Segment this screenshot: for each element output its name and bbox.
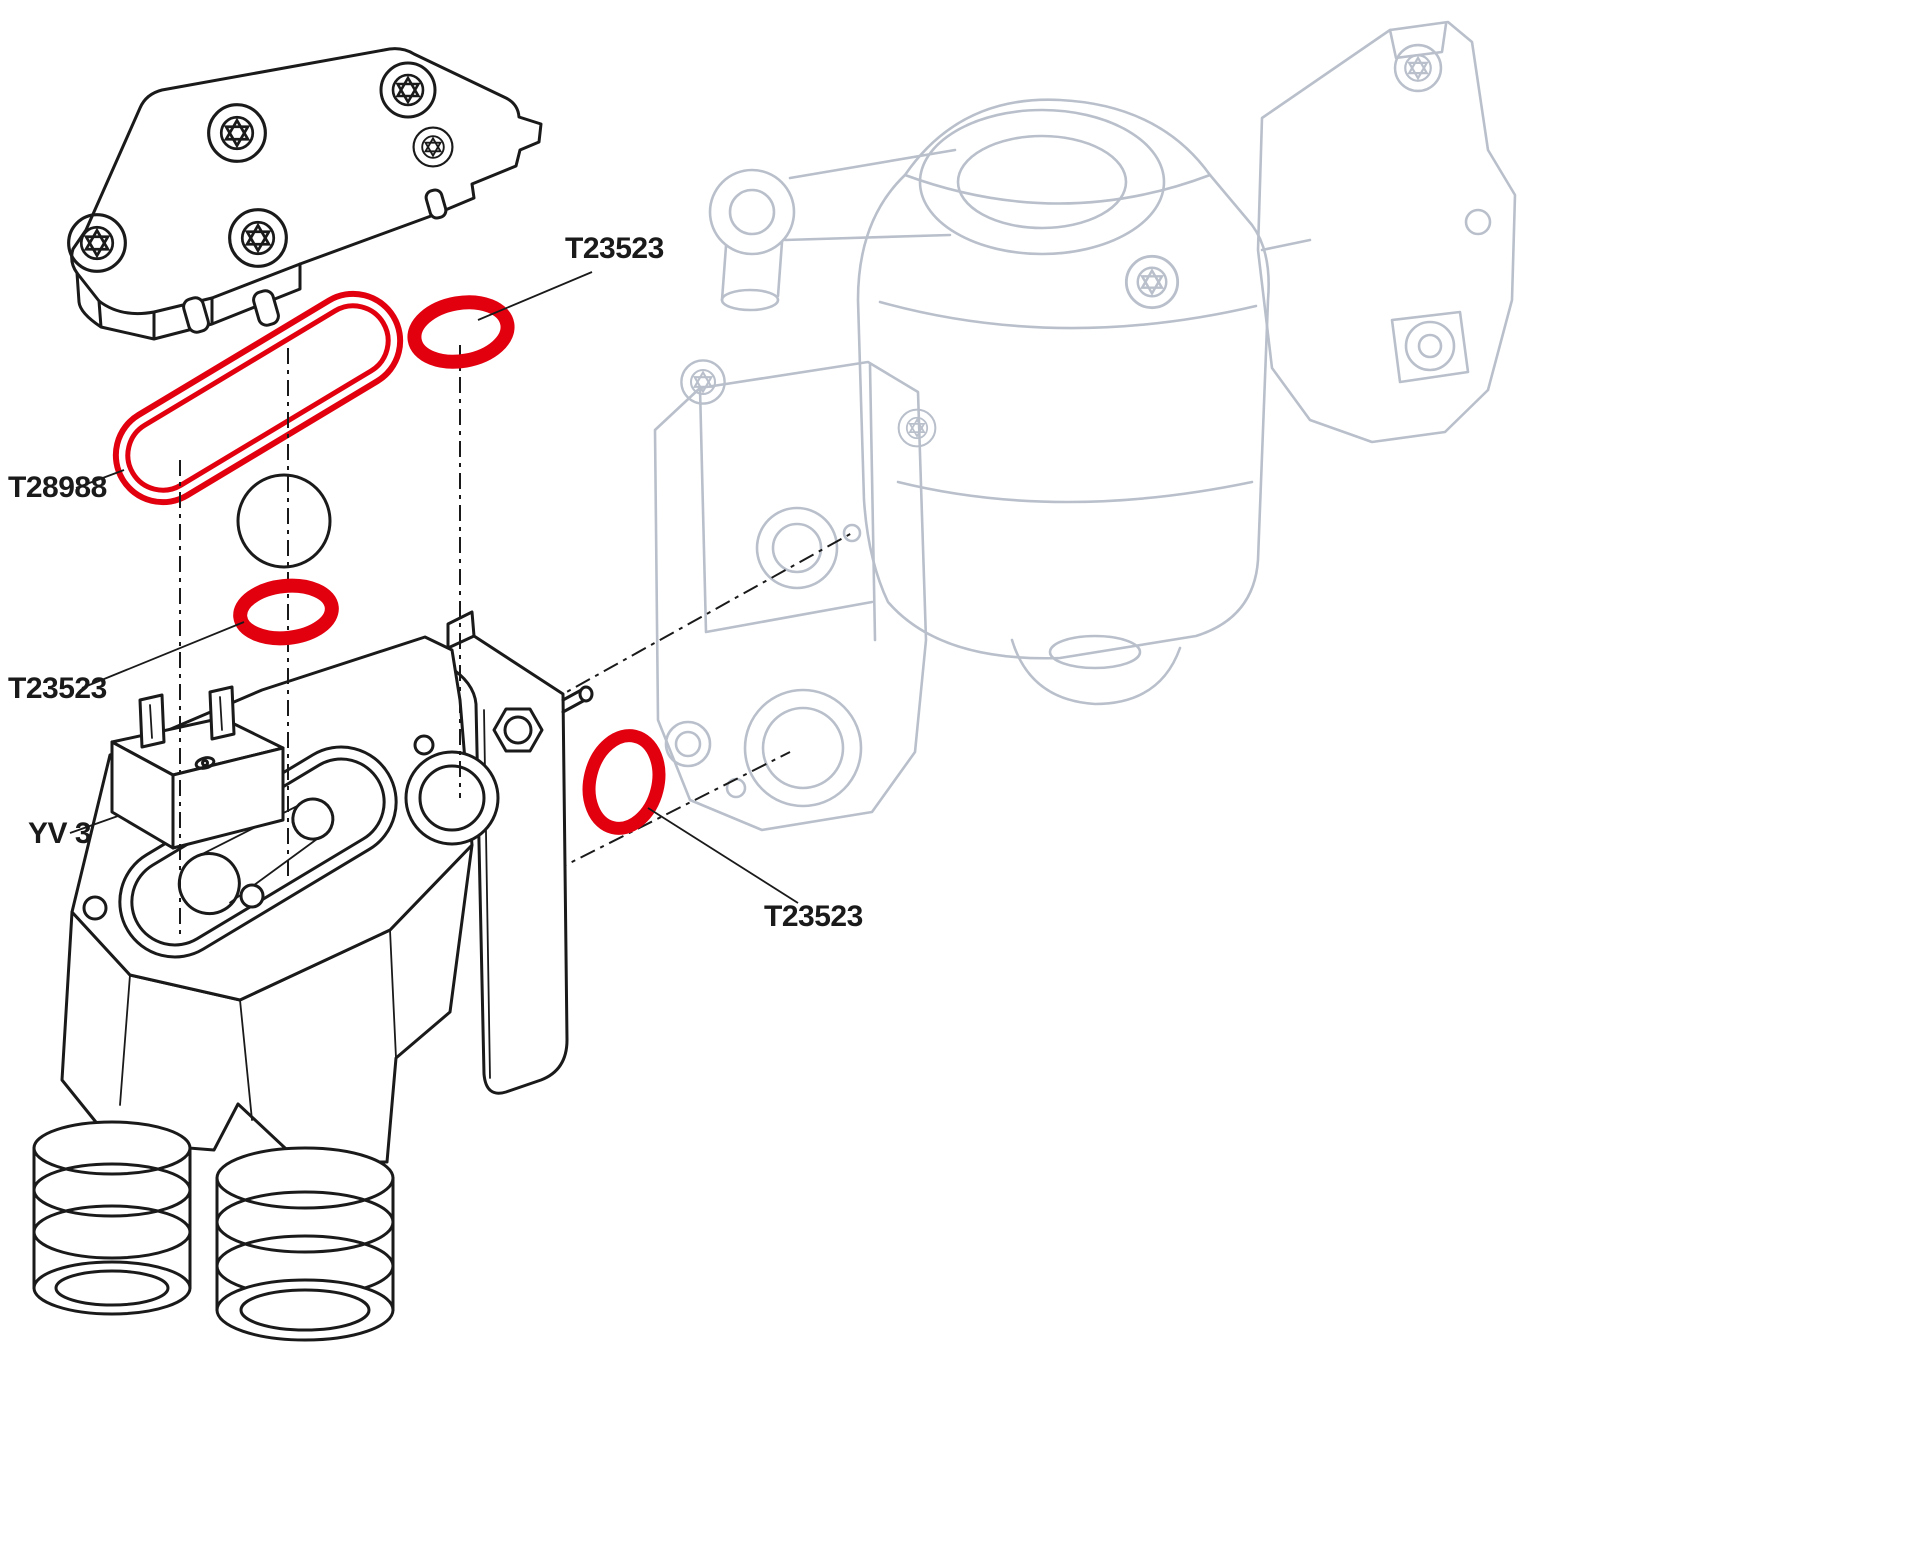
cylinder-left-top (32, 1120, 192, 1176)
center-lines (179, 345, 461, 938)
label-gasket: T28988 (8, 471, 107, 504)
ghost-fitting-inner (1417, 333, 1443, 359)
valve-hole-upper (413, 734, 435, 756)
assembly-dash-lower (551, 751, 791, 873)
assembly-direction-lines (519, 532, 853, 873)
cover-plate-face (70, 47, 543, 316)
valve-cylinder-left (32, 1120, 192, 1316)
valve-hole-left (82, 895, 108, 921)
valve-flange-pin-end (578, 685, 594, 703)
valve-ball (236, 473, 332, 569)
cover-plate (67, 47, 543, 341)
ghost-tail-boss (1048, 634, 1142, 670)
valve-connector (110, 685, 285, 850)
ghost-housing-contours (878, 173, 1258, 504)
valve-body (32, 610, 594, 1342)
connector-side-face (171, 746, 285, 850)
ghost-bracket-outline (1256, 20, 1517, 444)
groove-keyhole-small (291, 797, 335, 841)
ghost-arm-ring-inner (728, 188, 776, 236)
spade-terminal-right-slot (219, 696, 223, 731)
ghost-align-hole-top (842, 523, 862, 543)
ghost-lower-tail (1010, 638, 1182, 706)
valve-flange-tab (446, 610, 476, 650)
leader-oring-left (81, 621, 245, 689)
cylinder-right-sides (215, 1176, 395, 1312)
ghost-dome-inner (956, 134, 1128, 230)
ghost-arm-foot (720, 288, 780, 312)
cylinder-left-sides (32, 1146, 192, 1290)
connector-vent-hole (194, 756, 216, 770)
ghost-block-hole-outer (664, 720, 712, 768)
ghost-port-small-outer (755, 506, 839, 590)
leader-valve (69, 815, 119, 834)
label-valve-body: YV 3 (28, 817, 91, 850)
valve-flange-plate (446, 634, 569, 1095)
spade-terminal-left-slot (149, 704, 153, 739)
cylinder-left-rib2 (32, 1204, 192, 1260)
ghost-port-large-outer (743, 688, 863, 808)
cylinder-right-rib1 (215, 1190, 395, 1254)
ghost-screw-housing-icon (1124, 254, 1180, 310)
ghost-fitting-outer (1404, 320, 1456, 372)
cover-peg-right (424, 188, 448, 220)
leader-oring-right (647, 807, 799, 904)
ghost-screw-bracket-icon (1393, 43, 1443, 93)
callouts: T23523 T28988 T23523 YV 3 T23523 (8, 232, 863, 933)
ghost-port-small-inner (771, 522, 823, 574)
cylinder-right-bore (239, 1288, 371, 1332)
gasket-outer-ring (112, 290, 404, 506)
valve-hex-bolt-core (503, 715, 533, 745)
valve-hole-middle (239, 883, 265, 909)
label-oring-left: T23523 (8, 672, 107, 705)
label-oring-right: T23523 (764, 900, 863, 933)
gasket-inner-ring (125, 303, 391, 493)
ghost-front-block-contours (698, 363, 877, 642)
label-oring-top: T23523 (565, 232, 664, 265)
oring-top (407, 295, 515, 369)
cover-plate-thickness (75, 262, 302, 341)
ghost-fitting-square (1390, 310, 1470, 384)
groove-keyhole-large (177, 852, 241, 916)
leader-oring-top (477, 271, 593, 321)
cylinder-left-bore (54, 1269, 170, 1307)
valve-lower-body-edges (119, 929, 397, 1121)
connector-vent-dot (201, 759, 209, 767)
valve-port-inner (418, 764, 486, 832)
spade-terminal-left (138, 693, 166, 749)
gasket-seal (112, 290, 404, 506)
ghost-dome-outer (918, 108, 1166, 256)
ghost-port-large-inner (761, 706, 845, 790)
cylinder-right-top (215, 1146, 395, 1210)
ghost-front-block (653, 360, 928, 832)
ghost-block-hole-inner (674, 730, 702, 758)
ghost-arm-ring-outer (708, 168, 796, 256)
ghost-housing-outline (856, 98, 1270, 660)
oring-right (582, 729, 666, 835)
leader-gasket (75, 469, 125, 489)
ghost-bracket-hole (1464, 208, 1492, 236)
oring-left (233, 578, 339, 646)
spade-terminal-right (208, 685, 236, 741)
valve-hex-bolt (492, 707, 544, 753)
cover-peg-left (182, 296, 210, 334)
ghost-arm-tube (720, 148, 957, 302)
cover-peg-middle (252, 289, 280, 327)
ghost-assembly (653, 20, 1517, 832)
ghost-screw-block-top-icon (680, 359, 726, 405)
valve-cylinder-right (215, 1146, 395, 1342)
cylinder-left-rib1 (32, 1162, 192, 1218)
ghost-screw-block-right-icon (897, 408, 937, 448)
